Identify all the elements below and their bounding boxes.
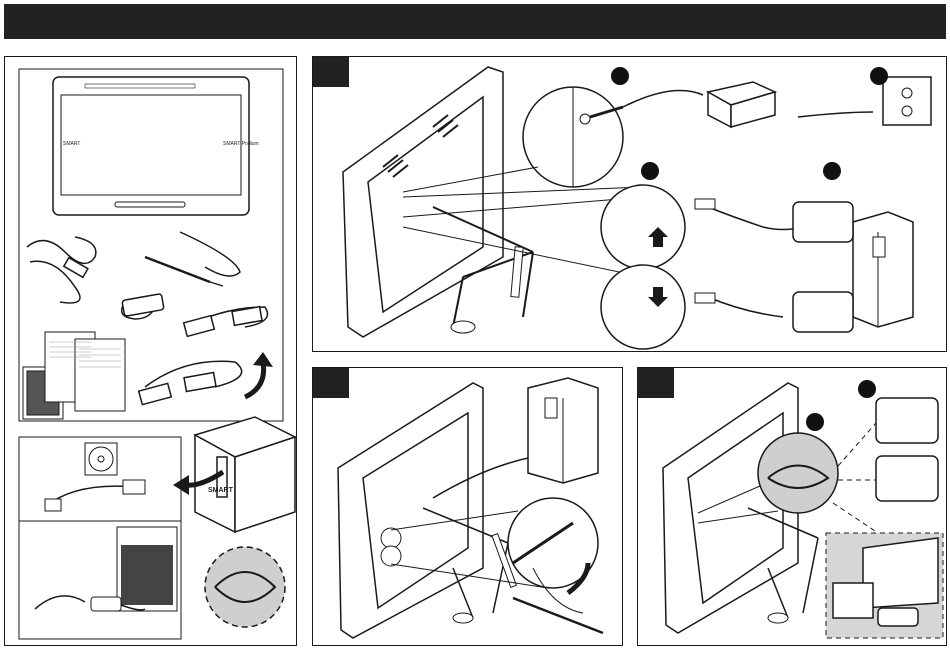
display-logo: SMART (63, 142, 80, 147)
step-1-panel (312, 56, 947, 352)
callout-c-badge (641, 162, 659, 180)
callout-a-badge (611, 67, 629, 85)
step-2-panel (312, 367, 623, 646)
callout-f-badge (806, 413, 824, 431)
display-model-label: SMART Podium (223, 142, 259, 147)
step-3-panel (637, 367, 947, 646)
package-contents-panel: SMART SMART SMART Podium (4, 56, 297, 646)
shipping-box-drawing (195, 417, 295, 532)
step-2-illustration (313, 368, 623, 646)
documentation-drawing (23, 332, 125, 419)
header-bar (4, 4, 946, 39)
callout-e-badge (858, 380, 876, 398)
interactive-display-drawing (53, 77, 249, 215)
callout-b-badge (870, 67, 888, 85)
step-1-illustration (313, 57, 947, 352)
callout-d-badge (823, 162, 841, 180)
box-logo: SMART (208, 487, 233, 494)
step-3-illustration (638, 368, 947, 646)
curved-arrow-icon (245, 362, 264, 397)
